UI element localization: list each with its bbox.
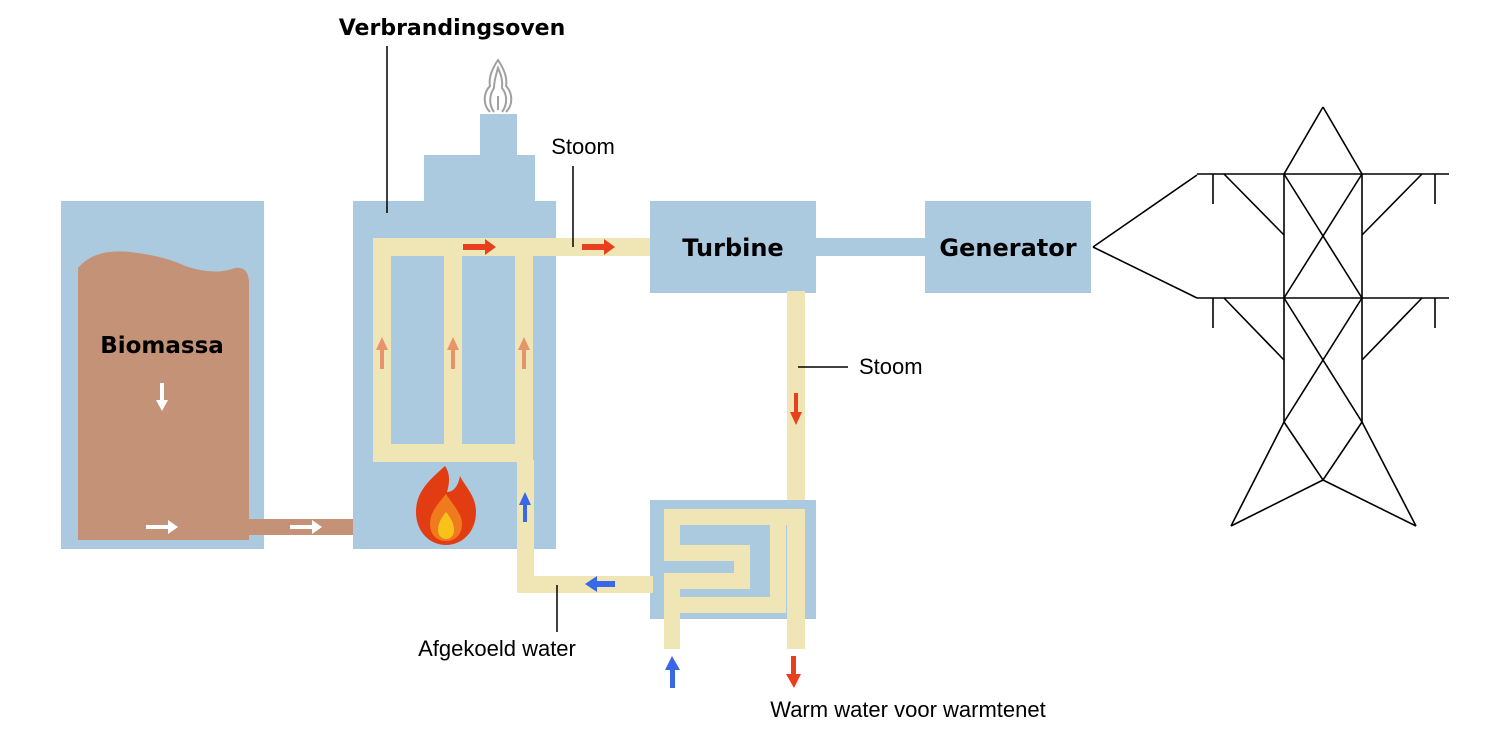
power-pylon-icon bbox=[1092, 106, 1449, 527]
riser-arrow-1 bbox=[376, 337, 388, 369]
cooled-water-label: Afgekoeld water bbox=[418, 636, 576, 661]
steam-arrow-1 bbox=[463, 239, 496, 255]
generator-label: Generator bbox=[939, 234, 1076, 262]
furnace bbox=[353, 58, 556, 549]
steam-right-label: Stoom bbox=[859, 354, 923, 379]
furnace-chimney bbox=[480, 114, 517, 158]
heat-exchanger bbox=[650, 500, 816, 649]
biomass-down-arrow bbox=[156, 383, 168, 411]
flame-icon bbox=[416, 466, 476, 545]
steam-arrow-2 bbox=[582, 239, 615, 255]
turbine-label: Turbine bbox=[682, 234, 783, 262]
furnace-upper bbox=[424, 155, 535, 205]
cooled-water-pipe-h bbox=[517, 576, 653, 593]
warm-water-label: Warm water voor warmtenet bbox=[770, 697, 1045, 722]
biomass-label: Biomassa bbox=[100, 333, 224, 359]
riser-arrow-3 bbox=[518, 337, 530, 369]
generator-box bbox=[925, 201, 1091, 293]
riser-arrow-2 bbox=[447, 337, 459, 369]
conveyor-arrow-1 bbox=[146, 520, 178, 534]
furnace-title: Verbrandingsoven bbox=[339, 16, 566, 41]
steam-down-arrow bbox=[790, 393, 802, 425]
conveyor-arrow-2 bbox=[290, 520, 322, 534]
turbine-generator-shaft bbox=[814, 238, 927, 256]
inlet-arrow-up bbox=[665, 656, 680, 688]
steam-top-label: Stoom bbox=[551, 134, 615, 159]
cooled-water-arrow-left bbox=[585, 576, 615, 592]
outlet-arrow-down bbox=[786, 656, 801, 688]
cooled-water-arrow-up bbox=[519, 492, 531, 522]
cooled-water-pipe-v bbox=[517, 460, 534, 593]
smoke-icon bbox=[483, 58, 513, 113]
biomass-storage: Biomassa bbox=[61, 201, 264, 549]
turbine-box bbox=[650, 201, 816, 293]
